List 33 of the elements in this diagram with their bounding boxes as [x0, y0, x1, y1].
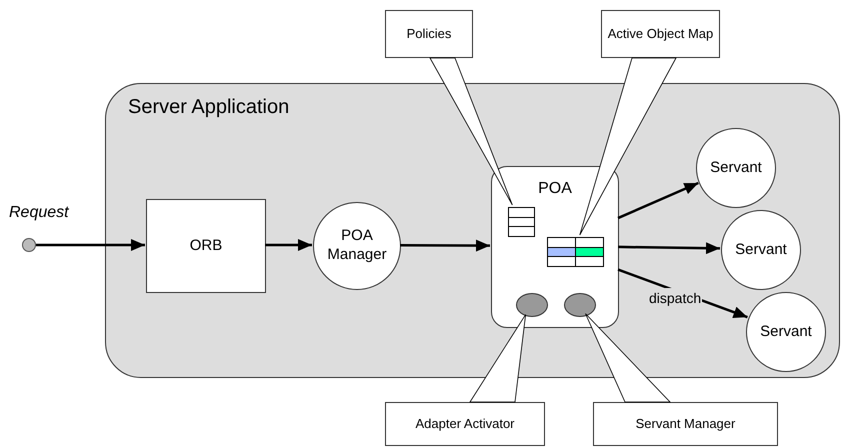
table-icon — [547, 237, 604, 267]
node-label: Servant — [734, 240, 788, 260]
table-icon — [508, 207, 535, 237]
oval-icon — [564, 293, 596, 317]
leader-line — [585, 313, 671, 402]
node-label: Servant — [759, 322, 813, 342]
node-label: POA Manager — [326, 227, 388, 265]
arrow — [618, 242, 720, 254]
callout-box — [385, 10, 473, 58]
panel-heading: Server Application — [128, 95, 290, 120]
callout-label: Adapter Activator — [416, 415, 514, 434]
arrow — [265, 239, 312, 251]
process-box — [146, 199, 266, 293]
rounded-box — [491, 166, 619, 328]
callout-box — [601, 10, 720, 58]
callout-box — [385, 402, 545, 446]
container-panel — [105, 83, 840, 378]
callout-label: Servant Manager — [636, 415, 736, 434]
leader-line — [429, 58, 513, 206]
caption-text: Request — [9, 203, 69, 223]
leader-line — [579, 58, 677, 236]
oval-icon — [516, 293, 548, 317]
arrow — [618, 182, 699, 220]
arrow — [36, 239, 145, 251]
arrow — [400, 240, 490, 252]
leader-line — [469, 314, 526, 402]
node-label: POA — [537, 179, 573, 199]
callout-box — [593, 402, 778, 446]
node-label: ORB — [188, 236, 224, 256]
callout-label: Active Object Map — [608, 25, 714, 44]
node-label: Servant — [709, 158, 763, 178]
edge-label: dispatch — [648, 288, 702, 309]
callout-label: Policies — [406, 25, 452, 44]
